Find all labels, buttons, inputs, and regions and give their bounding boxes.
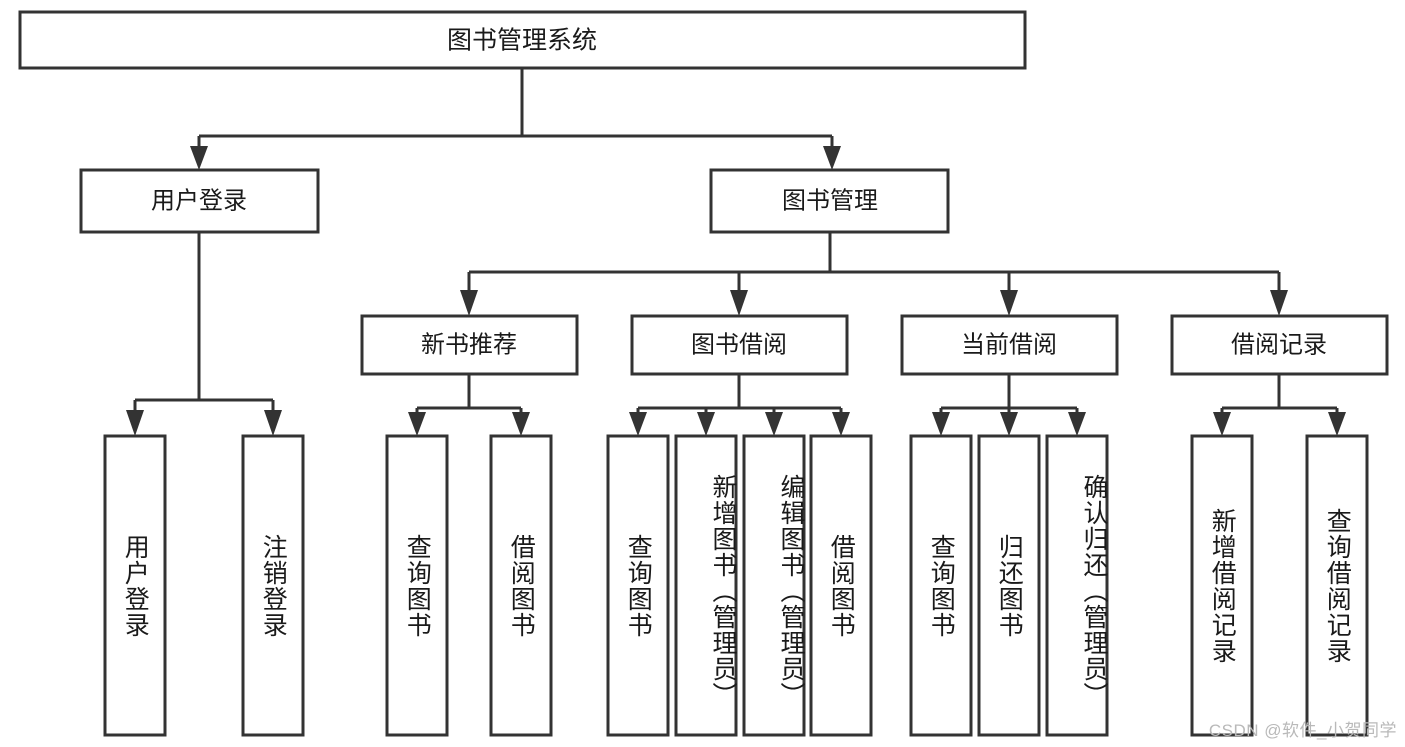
node-borrow-record-label: 借阅记录 bbox=[1231, 331, 1327, 358]
leaf-box-borrow-record-0[interactable] bbox=[1190, 434, 1254, 737]
arrow-head-icon bbox=[1000, 412, 1018, 436]
arrow-head-icon bbox=[1000, 290, 1018, 316]
arrow-head-icon bbox=[697, 412, 715, 436]
node-book-manage[interactable]: 图书管理 bbox=[709, 168, 950, 234]
arrow-head-icon bbox=[460, 290, 478, 316]
leaf-box-book-borrow-1[interactable] bbox=[674, 434, 738, 737]
node-user-login-box bbox=[79, 168, 320, 234]
connector-root-to-level2 bbox=[190, 68, 841, 170]
node-current-borrow[interactable]: 当前借阅 bbox=[900, 314, 1119, 376]
arrow-head-icon bbox=[264, 410, 282, 436]
leaf-box-book-borrow-2[interactable] bbox=[742, 434, 806, 737]
node-root-label: 图书管理系统 bbox=[447, 27, 597, 55]
node-root[interactable]: 图书管理系统 bbox=[18, 10, 1027, 70]
arrow-head-icon bbox=[1328, 412, 1346, 436]
leaf-box-current-borrow-2[interactable] bbox=[1045, 434, 1109, 737]
leaf-box-new-book-rec-0[interactable] bbox=[385, 434, 449, 737]
leaf-box-user-login-1[interactable] bbox=[241, 434, 305, 737]
arrow-head-icon bbox=[1270, 290, 1288, 316]
leaf-box-book-borrow-0[interactable] bbox=[606, 434, 670, 737]
node-current-borrow-box bbox=[900, 314, 1119, 376]
node-book-manage-label: 图书管理 bbox=[782, 187, 878, 214]
node-book-borrow[interactable]: 图书借阅 bbox=[630, 314, 849, 376]
watermark: CSDN @软件_小贺同学 bbox=[1208, 721, 1397, 740]
arrow-head-icon bbox=[408, 412, 426, 436]
leaf-box-book-borrow-3[interactable] bbox=[809, 434, 873, 737]
node-new-book-rec-label: 新书推荐 bbox=[421, 331, 517, 358]
connector-userlogin-to-leaves bbox=[126, 232, 282, 436]
node-root-box bbox=[18, 10, 1027, 70]
node-user-login[interactable]: 用户登录 bbox=[79, 168, 320, 234]
leaf-box-current-borrow-0[interactable] bbox=[909, 434, 973, 737]
arrow-head-icon bbox=[512, 412, 530, 436]
arrow-head-icon bbox=[1213, 412, 1231, 436]
node-new-book-rec[interactable]: 新书推荐 bbox=[360, 314, 579, 376]
leaf-box-current-borrow-1[interactable] bbox=[977, 434, 1041, 737]
leaf-box-new-book-rec-1[interactable] bbox=[489, 434, 553, 737]
connector-newbookrec-to-leaves bbox=[408, 374, 530, 436]
node-user-login-label: 用户登录 bbox=[151, 187, 247, 214]
node-new-book-rec-box bbox=[360, 314, 579, 376]
node-book-borrow-label: 图书借阅 bbox=[691, 331, 787, 358]
arrow-head-icon bbox=[765, 412, 783, 436]
arrow-head-icon bbox=[832, 412, 850, 436]
arrow-head-icon bbox=[126, 410, 144, 436]
connector-bookmanage-to-level3 bbox=[460, 232, 1288, 316]
connector-currentborrow-to-leaves bbox=[932, 374, 1086, 436]
leaf-box-borrow-record-1[interactable] bbox=[1305, 434, 1369, 737]
arrow-head-icon bbox=[629, 412, 647, 436]
arrow-head-icon bbox=[1068, 412, 1086, 436]
node-current-borrow-label: 当前借阅 bbox=[961, 331, 1057, 358]
node-borrow-record[interactable]: 借阅记录 bbox=[1170, 314, 1389, 376]
arrow-head-icon bbox=[932, 412, 950, 436]
connector-bookborrow-to-leaves bbox=[629, 374, 850, 436]
arrow-head-icon bbox=[730, 290, 748, 316]
arrow-head-icon bbox=[823, 146, 841, 170]
arrow-head-icon bbox=[190, 146, 208, 170]
connector-borrowrecord-to-leaves bbox=[1213, 374, 1346, 436]
leaf-box-user-login-0[interactable] bbox=[103, 434, 167, 737]
